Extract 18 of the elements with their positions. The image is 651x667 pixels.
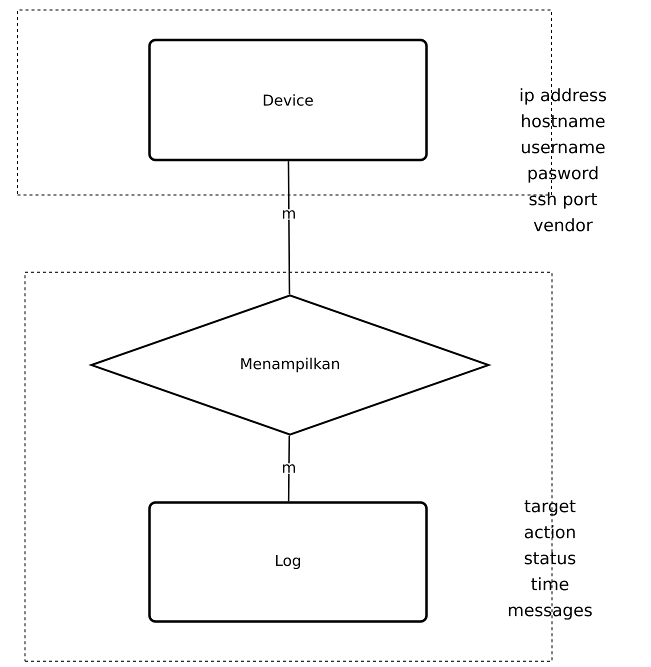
node-label: ip address — [520, 88, 606, 105]
node-label: pasword — [528, 166, 598, 183]
node-label: username — [522, 144, 605, 154]
attribute-list: target action status time messages — [508, 500, 592, 620]
node-label: hostname — [522, 114, 605, 128]
connector-line — [288, 161, 290, 294]
node-label: time — [531, 577, 568, 590]
entity-box: Log — [148, 501, 428, 623]
node-label: messages — [508, 606, 592, 620]
node-label: vendor — [534, 218, 593, 232]
node-label: status — [524, 552, 576, 564]
edge-label: m — [280, 463, 298, 474]
entity-box: Device — [148, 38, 428, 162]
node-label: ssh port — [530, 192, 597, 209]
node-label: target — [524, 500, 576, 516]
attribute-list: ip address hostname username pasword ssh port vendor — [520, 88, 606, 232]
node-label: action — [524, 525, 575, 538]
edge-label: m — [280, 209, 298, 220]
